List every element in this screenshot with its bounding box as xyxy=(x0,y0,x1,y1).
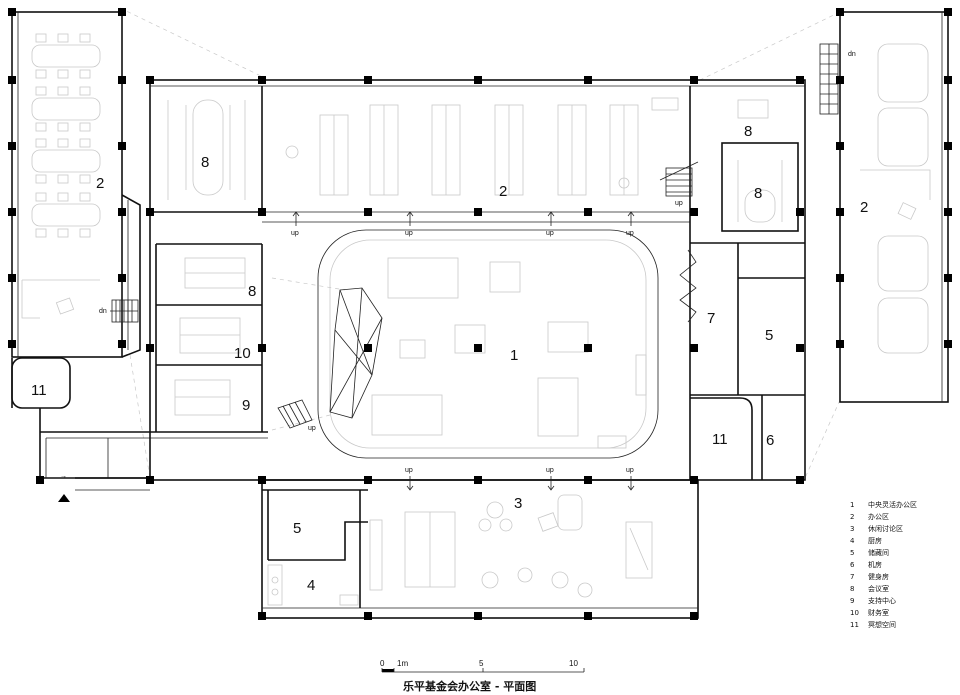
room-label-8-meeting: 8 xyxy=(754,185,762,202)
up-label-bottom-2: up xyxy=(546,467,554,474)
legend-num-2: 2 xyxy=(850,513,854,521)
room-label-3: 3 xyxy=(514,495,522,512)
stair-up-9 xyxy=(277,399,313,429)
legend-text-7: 健身房 xyxy=(868,572,889,581)
leisure-area-furniture xyxy=(369,494,653,598)
up-label-top-2: up xyxy=(405,230,413,237)
legend-num-3: 3 xyxy=(850,525,854,533)
room-label-10: 10 xyxy=(234,345,251,362)
room-label-2-top: 2 xyxy=(499,183,507,200)
scale-bar: 0 1m 5 10 xyxy=(380,659,585,673)
up-label-top-3: up xyxy=(546,230,554,237)
scale-tick-1m: 1m xyxy=(397,659,408,668)
up-arrows xyxy=(292,211,635,491)
projection-lines xyxy=(119,7,841,479)
room-label-2-left: 2 xyxy=(96,175,104,192)
up-label-top-4: up xyxy=(626,230,634,237)
up-label-bottom-3: up xyxy=(626,467,634,474)
room-label-5-bottom: 5 xyxy=(293,520,301,537)
room-label-2-right: 2 xyxy=(860,199,868,216)
stair-up-near-9: up xyxy=(308,425,316,432)
legend: 1 中央灵活办公区 2 办公区 3 休闲讨论区 4 厨房 5 储藏间 6 机房 … xyxy=(850,500,917,629)
legend-num-11: 11 xyxy=(850,621,859,629)
up-label-top-1: up xyxy=(291,230,299,237)
legend-num-4: 4 xyxy=(850,537,855,545)
legend-num-1: 1 xyxy=(850,501,854,509)
scale-tick-10: 10 xyxy=(569,659,578,668)
up-label-bottom-1: up xyxy=(405,467,413,474)
stair-dn-right: dn xyxy=(848,51,856,58)
scale-tick-0: 0 xyxy=(380,659,385,668)
stair-dn-left: dn xyxy=(99,308,107,315)
room-labels: 2 11 8 2 8 8 2 8 10 9 1 7 5 11 6 3 5 4 xyxy=(31,123,868,594)
legend-text-2: 办公区 xyxy=(868,512,889,521)
left-office-wing: dn xyxy=(11,11,141,358)
meeting-top-left-furniture xyxy=(167,99,246,200)
legend-text-4: 厨房 xyxy=(868,536,882,545)
room-label-8-top-left: 8 xyxy=(201,154,209,171)
plan-title: 乐平基金会办公室 - 平面图 xyxy=(403,679,536,693)
legend-num-7: 7 xyxy=(850,573,854,581)
room-label-7: 7 xyxy=(707,310,715,327)
legend-text-6: 机房 xyxy=(868,560,882,569)
right-top-furniture xyxy=(737,99,783,223)
stair-up-top-right: up xyxy=(675,200,683,207)
scale-tick-5: 5 xyxy=(479,659,484,668)
room-label-9: 9 xyxy=(242,397,250,414)
room-label-8-mid-left: 8 xyxy=(248,283,256,300)
entrance-arrow: → xyxy=(60,473,67,480)
legend-text-8: 会议室 xyxy=(868,584,889,593)
structural-columns xyxy=(8,8,952,620)
legend-text-5: 储藏间 xyxy=(868,548,889,557)
room-label-8-top-right: 8 xyxy=(744,123,752,140)
legend-num-9: 9 xyxy=(850,597,854,605)
room-label-11-left: 11 xyxy=(31,382,47,399)
left-rooms-furniture xyxy=(174,257,246,416)
legend-text-1: 中央灵活办公区 xyxy=(868,500,917,509)
right-office-wing: dn xyxy=(819,11,949,403)
stair-top-right xyxy=(659,161,699,197)
legend-text-11: 冥想空间 xyxy=(868,620,896,629)
legend-num-6: 6 xyxy=(850,561,855,569)
legend-num-10: 10 xyxy=(850,609,859,617)
room-label-6: 6 xyxy=(766,432,774,449)
legend-num-5: 5 xyxy=(850,549,854,557)
top-office-furniture xyxy=(285,97,679,196)
kitchen-furniture xyxy=(267,564,359,606)
room-label-1: 1 xyxy=(510,347,518,364)
room-label-11-right: 11 xyxy=(712,431,728,448)
north-arrow-icon xyxy=(58,494,70,502)
legend-num-8: 8 xyxy=(850,585,854,593)
legend-text-3: 休闲讨论区 xyxy=(868,524,903,533)
legend-text-9: 支持中心 xyxy=(868,596,896,605)
room-label-5-right: 5 xyxy=(765,327,773,344)
left-lower-walls: → xyxy=(11,357,268,502)
room-label-4: 4 xyxy=(307,577,315,594)
central-flexible-area xyxy=(317,229,659,459)
legend-text-10: 财务室 xyxy=(868,608,889,617)
